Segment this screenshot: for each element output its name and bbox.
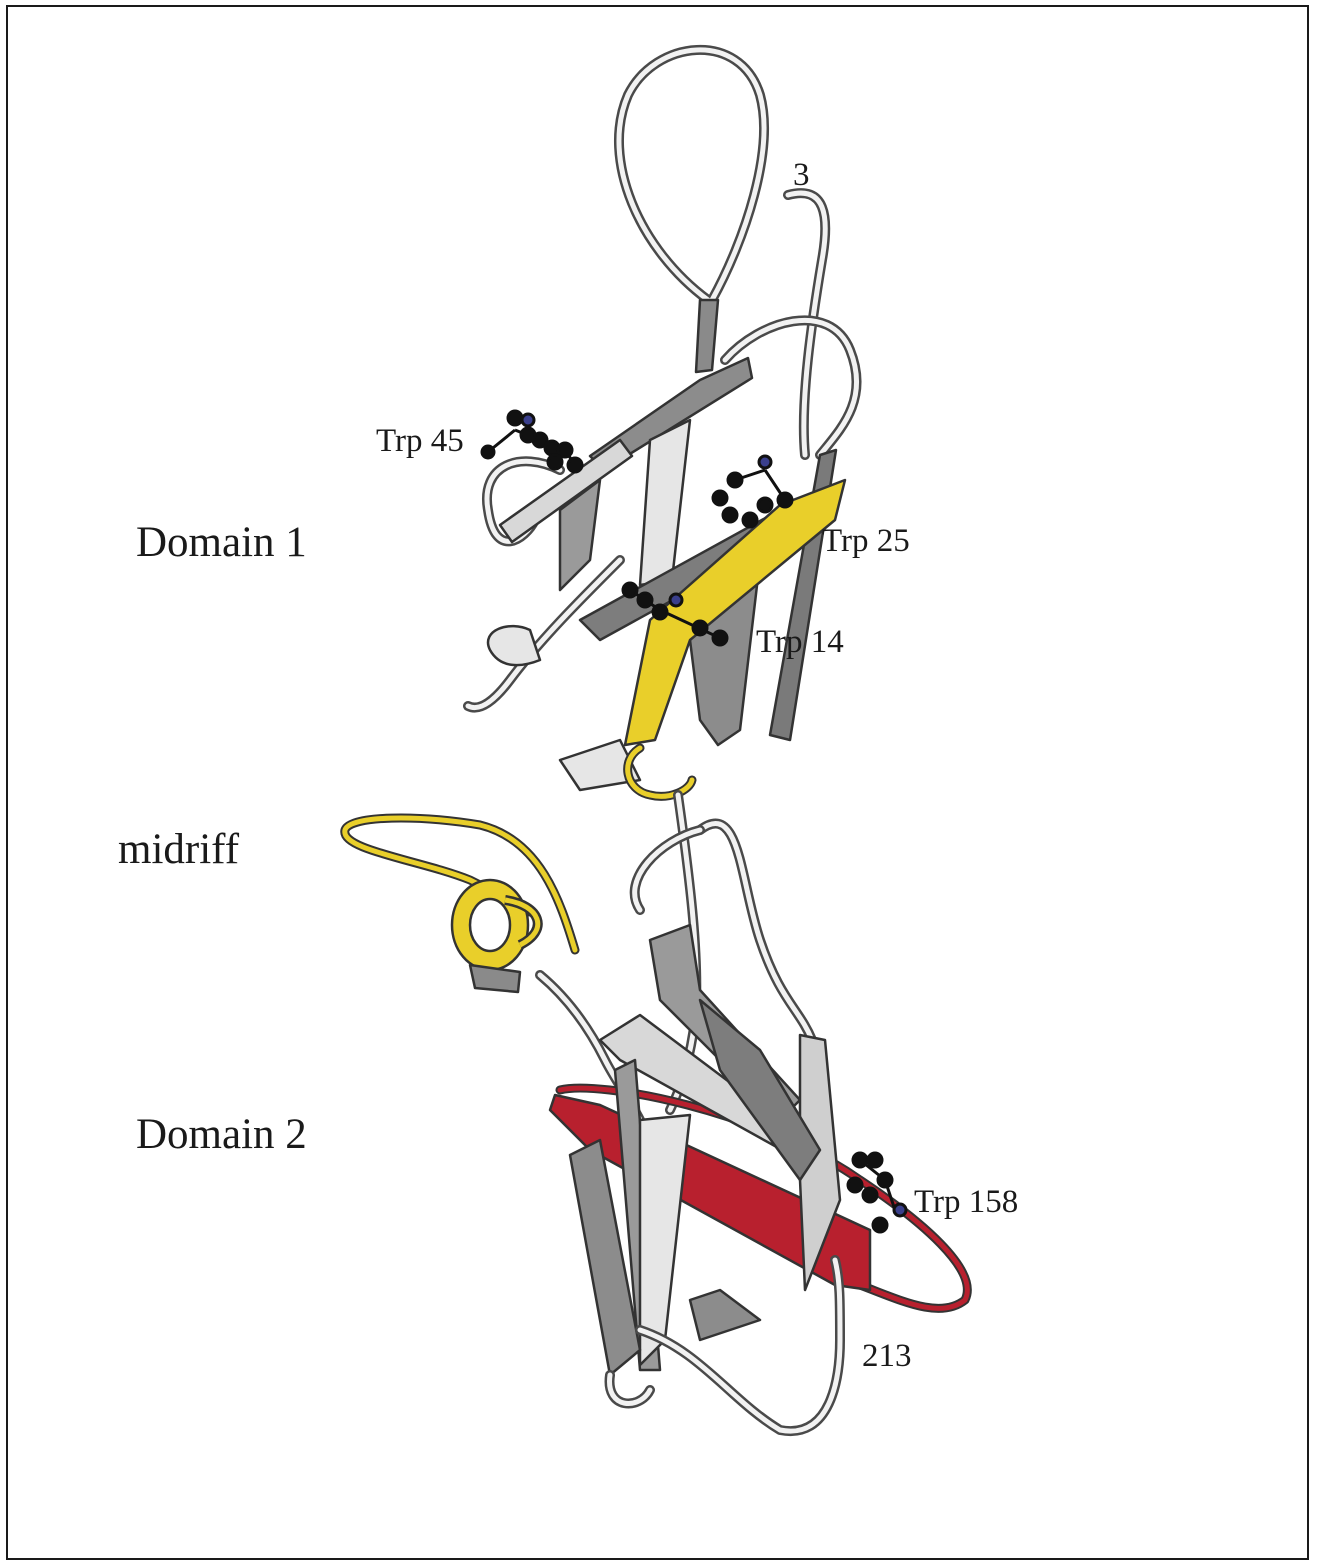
midriff-label: midriff (118, 828, 239, 871)
trp158-label: Trp 158 (914, 1186, 1018, 1219)
domain2-label: Domain 2 (136, 1113, 307, 1156)
domain1-strand-a (696, 300, 718, 372)
domain2-strand-g (690, 1290, 760, 1340)
domain1-label: Domain 1 (136, 521, 307, 564)
trp25-label: Trp 25 (822, 525, 910, 558)
domain1-strand-d (640, 420, 690, 585)
trp14-label: Trp 14 (756, 626, 844, 659)
trp158-sidechain (848, 1153, 906, 1232)
residue-213-label: 213 (862, 1340, 912, 1373)
domain1-helix (488, 626, 540, 665)
trp45-label: Trp 45 (376, 425, 464, 458)
n-terminal-loop (619, 50, 764, 300)
residue-3-label: 3 (793, 159, 810, 192)
